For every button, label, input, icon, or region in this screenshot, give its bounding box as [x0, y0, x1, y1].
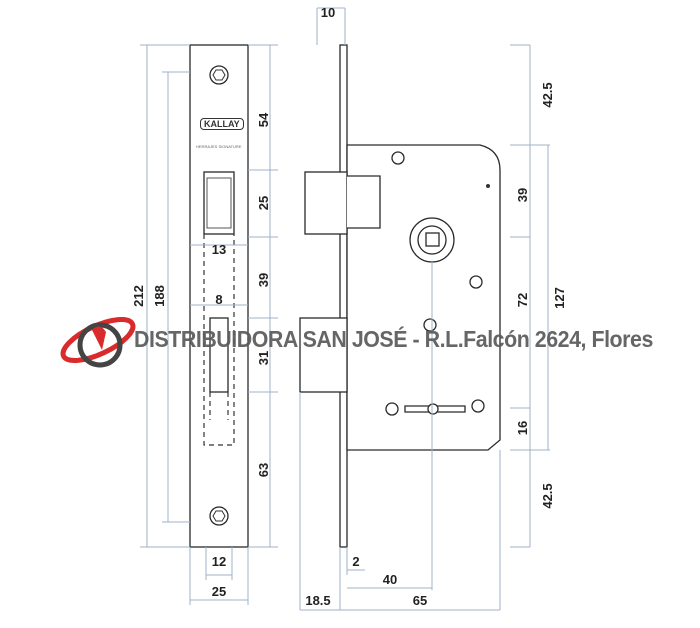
dim-bottom: 42.5	[540, 483, 555, 508]
dim-hub-to-key: 72	[515, 293, 530, 307]
dim-screw-spacing: 188	[152, 285, 167, 307]
dim-body-depth: 65	[413, 593, 427, 608]
dim-overall-height: 212	[131, 285, 146, 307]
side-dimension-lines	[299, 7, 550, 611]
dim-latch-to-hub: 39	[515, 188, 530, 202]
dim-plate-thickness: 10	[321, 5, 335, 20]
dim-seg-2: 25	[256, 196, 271, 210]
brand-logo: KALLAY	[200, 118, 244, 130]
dim-hole-spacing: 12	[212, 554, 226, 569]
dim-seg-3: 39	[256, 273, 271, 287]
dim-bolt-width: 8	[215, 292, 222, 307]
dim-seg-5: 63	[256, 463, 271, 477]
lock-body-side	[299, 44, 501, 548]
dim-plate-width: 25	[212, 584, 226, 599]
dim-key-to-bottom: 16	[515, 421, 530, 435]
watermark-text: DISTRIBUIDORA SAN JOSÉ - R.L.Falcón 2624…	[134, 326, 653, 352]
dim-body-height: 127	[552, 287, 567, 309]
dim-latch-width: 13	[212, 242, 226, 257]
dim-offset: 2	[352, 554, 359, 569]
distributor-logo	[60, 317, 136, 368]
dim-top: 42.5	[540, 82, 555, 107]
front-dimension-lines	[140, 44, 278, 605]
dim-backset: 40	[383, 572, 397, 587]
faceplate	[189, 44, 249, 548]
dim-seg-4: 31	[256, 351, 271, 365]
dim-seg-1: 54	[256, 112, 271, 127]
brand-subtitle: HERRAJES SIGNATURE	[196, 144, 242, 149]
dim-front-projection: 18.5	[305, 593, 330, 608]
